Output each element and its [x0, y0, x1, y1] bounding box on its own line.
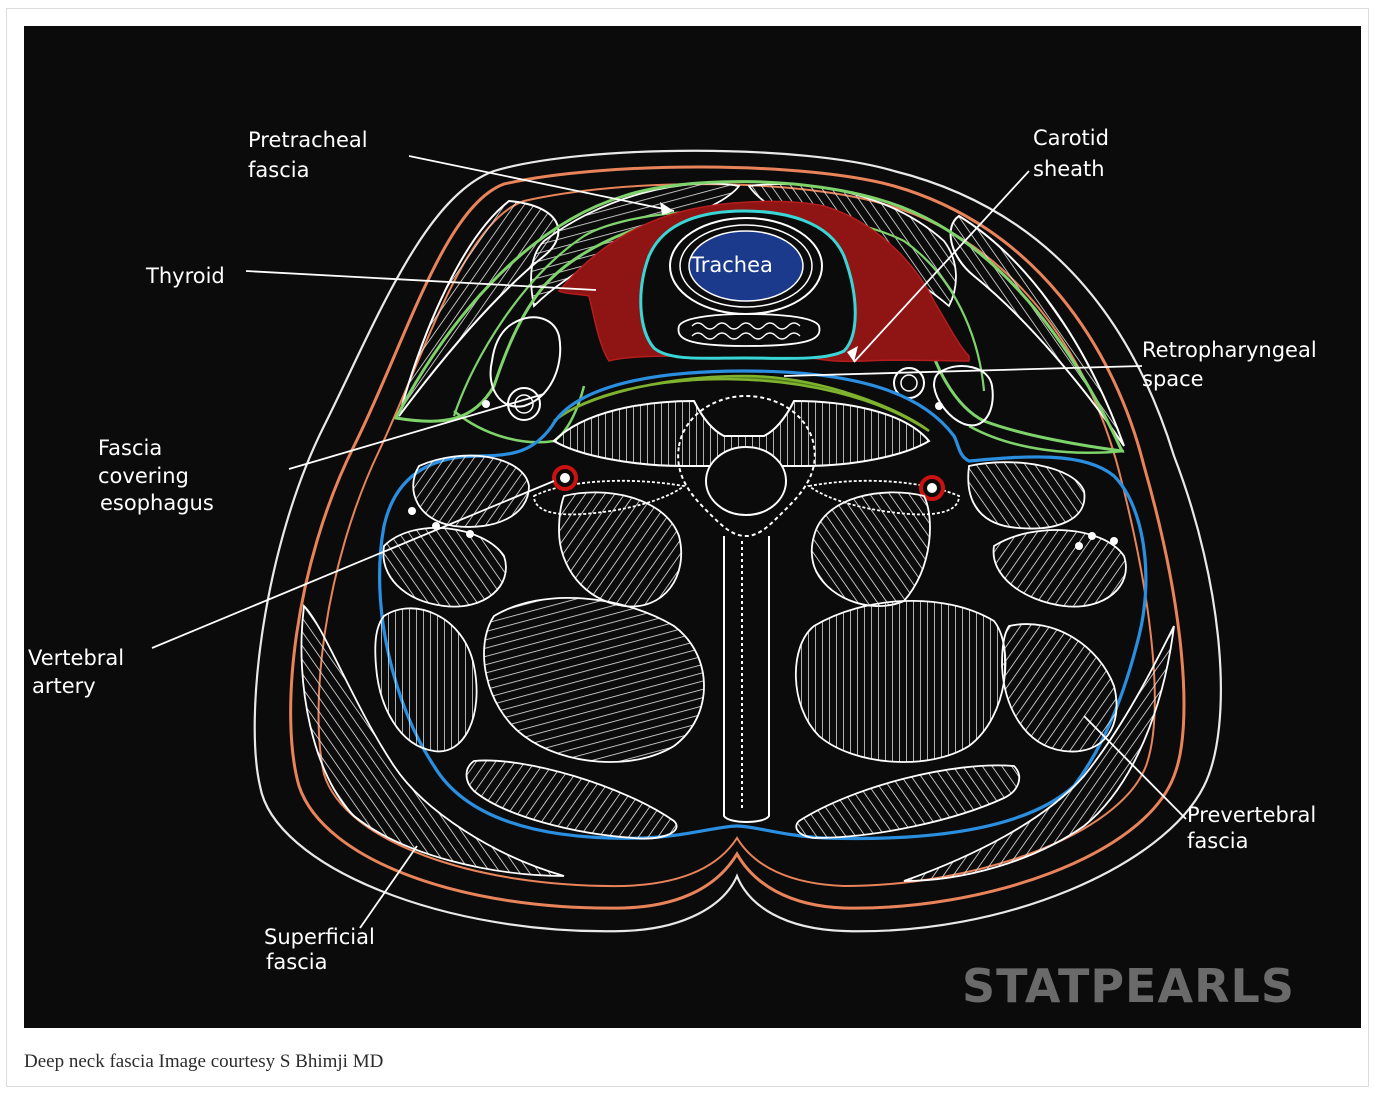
esophagus-leader — [289, 394, 544, 469]
left-muscle-mass-5 — [375, 608, 476, 751]
right-muscle-mass-3 — [812, 492, 930, 606]
right-muscle-mass-4 — [796, 601, 1006, 762]
right-muscle-mass-2 — [994, 530, 1126, 607]
label-fascia-esophagus-line1: Fascia — [98, 436, 162, 460]
label-fascia-esophagus-line2: covering — [98, 464, 189, 488]
label-fascia-esophagus-line3: esophagus — [100, 491, 214, 515]
label-retropharyngeal-line1: Retropharyngeal — [1142, 338, 1317, 362]
figure-caption: Deep neck fascia Image courtesy S Bhimji… — [24, 1051, 383, 1073]
label-vertebral-line1: Vertebral — [28, 646, 124, 670]
spinous-process — [724, 536, 769, 822]
left-muscle-mass-6 — [467, 760, 677, 838]
label-trachea: Trachea — [690, 253, 773, 277]
label-pretracheal-line1: Pretracheal — [248, 128, 368, 152]
statpearls-watermark: STATPEARLS — [962, 959, 1295, 1013]
label-superficial-line1: Superficial — [264, 925, 375, 949]
left-vertebral-artery — [554, 467, 576, 489]
spinal-cord — [706, 447, 786, 515]
label-superficial-line2: fascia — [266, 950, 327, 974]
neck-diagram-svg: Pretracheal fascia Carotid sheath Thyroi… — [24, 26, 1361, 1028]
neck-cross-section-figure: Pretracheal fascia Carotid sheath Thyroi… — [24, 26, 1361, 1028]
label-pretracheal-line2: fascia — [248, 158, 309, 182]
label-thyroid: Thyroid — [145, 264, 225, 288]
label-carotid-line2: sheath — [1033, 157, 1105, 181]
right-muscle-mass-1 — [968, 462, 1084, 528]
left-muscle-mass-4 — [484, 598, 704, 762]
left-sternocleidomastoid-muscle — [399, 201, 558, 416]
left-muscle-mass-3 — [559, 492, 681, 606]
label-retropharyngeal-line2: space — [1142, 367, 1204, 391]
label-vertebral-line2: artery — [32, 674, 96, 698]
label-carotid-line1: Carotid — [1033, 126, 1109, 150]
left-muscle-mass-2 — [383, 528, 506, 607]
label-prevertebral-line1: Prevertebral — [1187, 803, 1316, 827]
label-prevertebral-line2: fascia — [1187, 829, 1248, 853]
